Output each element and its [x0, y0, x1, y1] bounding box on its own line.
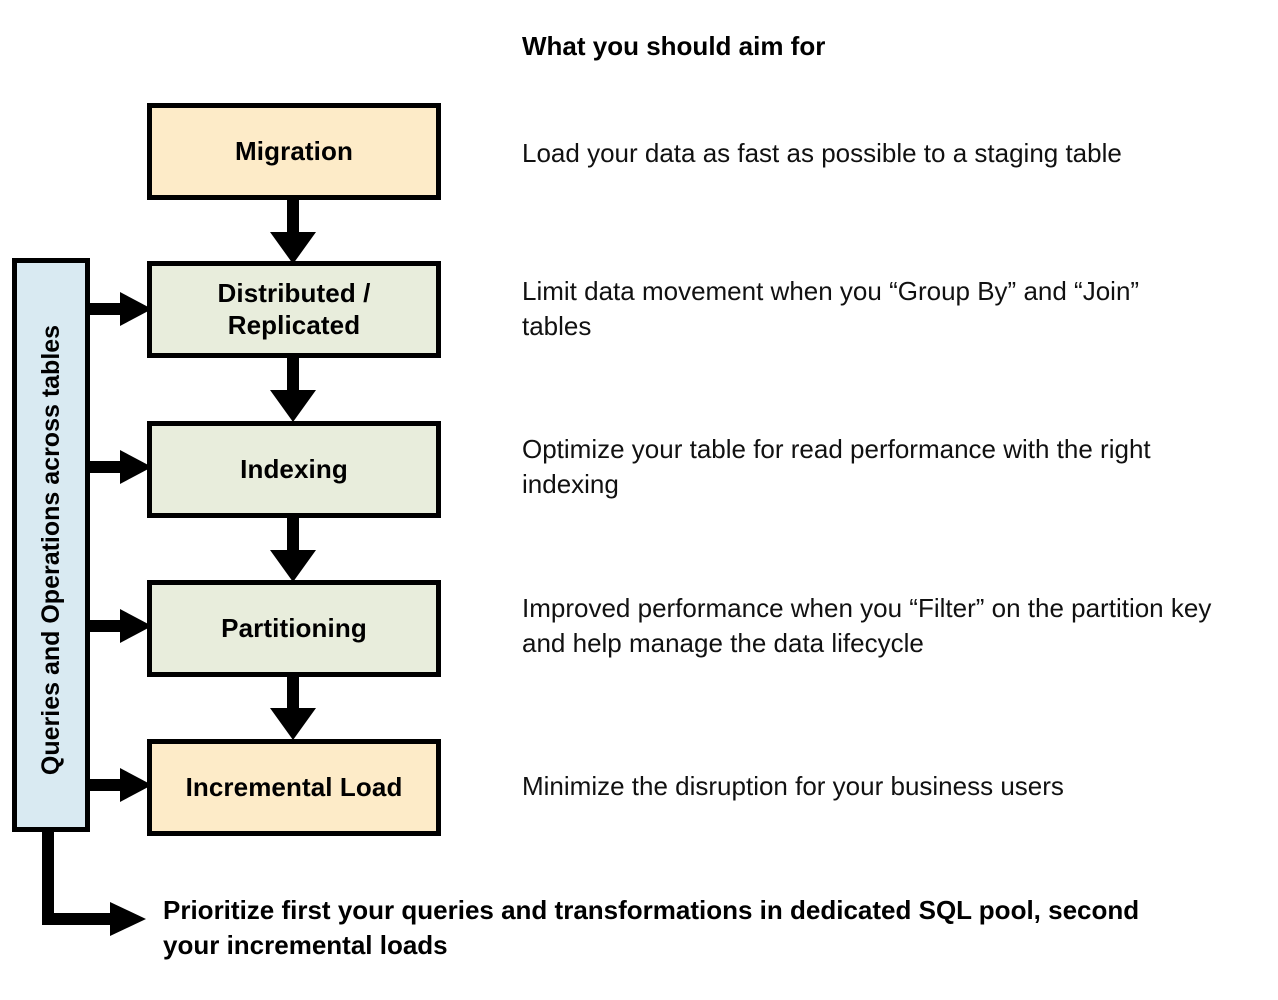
sidebar-label: Queries and Operations across tables	[36, 324, 65, 776]
arrow-sidebar-to-bottom-note	[42, 828, 146, 936]
stage-box-partitioning[interactable]: Partitioning	[147, 580, 441, 677]
sidebar-queries-operations: Queries and Operations across tables	[12, 258, 90, 832]
arrow-distributed-to-indexing	[270, 358, 316, 422]
description-partitioning: Improved performance when you “Filter” o…	[522, 593, 1212, 658]
arrow-sidebar-to-incremental	[86, 768, 152, 802]
stage-label-partitioning: Partitioning	[221, 612, 367, 643]
stage-label-line2: Replicated	[227, 309, 361, 340]
description-migration: Load your data as fast as possible to a …	[522, 138, 1122, 168]
description-incremental-load: Minimize the disruption for your busines…	[522, 771, 1064, 801]
bottom-note: Prioritize first your queries and transf…	[163, 895, 1140, 961]
description-indexing: Optimize your table for read performance…	[522, 434, 1151, 499]
stage-box-migration[interactable]: Migration	[147, 103, 441, 200]
stage-label-line1: Distributed /	[217, 277, 371, 308]
stage-label-distributed-replicated: Distributed / Replicated	[218, 278, 371, 341]
stage-box-indexing[interactable]: Indexing	[147, 421, 441, 518]
arrow-partitioning-to-incremental	[270, 676, 316, 740]
arrow-sidebar-to-indexing	[86, 450, 152, 484]
arrow-sidebar-to-partitioning	[86, 609, 152, 643]
stage-box-incremental-load[interactable]: Incremental Load	[147, 739, 441, 836]
arrow-sidebar-to-distributed	[86, 292, 152, 326]
stage-box-distributed-replicated[interactable]: Distributed / Replicated	[147, 261, 441, 358]
stage-label-incremental-load: Incremental Load	[185, 771, 403, 802]
description-distributed-replicated: Limit data movement when you “Group By” …	[522, 276, 1140, 341]
right-column-heading: What you should aim for	[522, 31, 826, 61]
stage-label-migration: Migration	[235, 135, 353, 166]
arrow-indexing-to-partitioning	[270, 518, 316, 582]
stage-label-indexing: Indexing	[240, 453, 348, 484]
arrow-migration-to-distributed	[270, 200, 316, 264]
